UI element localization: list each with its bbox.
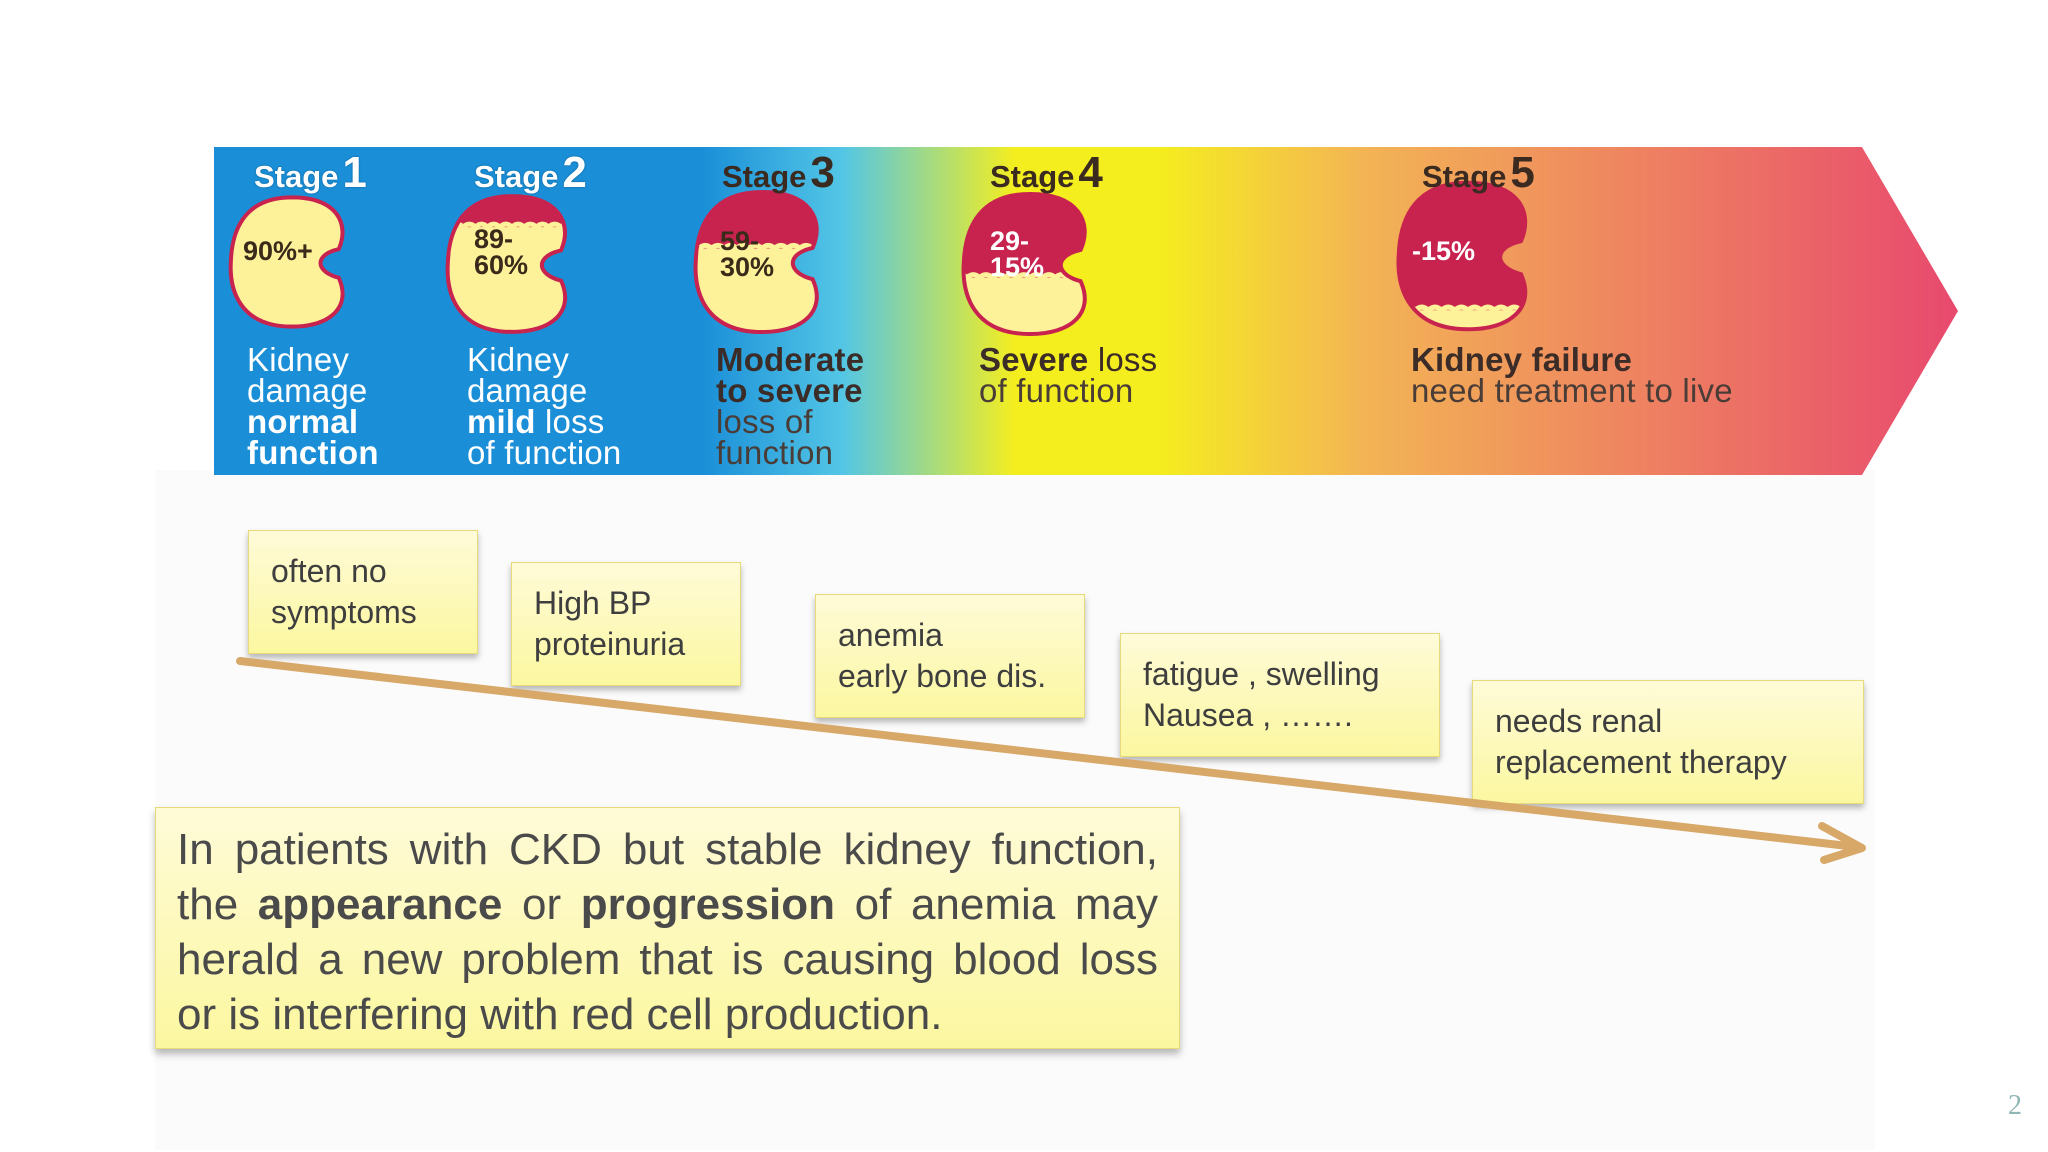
stage-description-line: Kidney (467, 341, 570, 378)
stage-word: Stage (1422, 159, 1507, 194)
stage-description-line: Kidney (247, 341, 350, 378)
gfr-percent-line: 30% (720, 252, 775, 282)
symptom-box-stage-1: often no symptoms (248, 530, 478, 654)
gfr-percent-line: 29- (990, 226, 1030, 256)
note-line: herald a new problem that is causing blo… (177, 935, 1158, 984)
note-line: In patients with CKD but stable kidney f… (177, 825, 1158, 874)
stage-number: 5 (1510, 148, 1535, 197)
symptom-text: symptoms (271, 594, 417, 630)
symptom-text: often no (271, 553, 387, 589)
stage-title-4: Stage4 (990, 148, 1103, 198)
symptom-text: anemia (838, 617, 943, 653)
stage-description-line: loss of (716, 403, 813, 440)
symptom-box-stage-3: anemia early bone dis. (815, 594, 1085, 718)
gfr-percent-line: 90%+ (243, 236, 313, 266)
stage-description-line: Moderate (716, 341, 865, 378)
symptom-box-stage-5: needs renal replacement therapy (1472, 680, 1864, 804)
stage-description-line: function (716, 434, 834, 471)
stage-word: Stage (990, 159, 1075, 194)
stage-number: 2 (562, 148, 587, 197)
stage-description-line: of function (467, 434, 622, 471)
stage-description-line: need treatment to live (1411, 372, 1733, 409)
stage-title-2: Stage2 (474, 148, 587, 198)
gfr-percent-line: 15% (990, 252, 1045, 282)
kidney-icon-stage-5 (1396, 180, 1528, 332)
page-number: 2 (2008, 1090, 2022, 1121)
note-line: the appearance or progression of anemia … (177, 880, 1158, 929)
stage-description-line: mild loss (467, 403, 605, 440)
symptom-text: replacement therapy (1495, 744, 1787, 780)
gfr-percent-line: -15% (1412, 236, 1476, 266)
stage-description-line: Kidney failure (1411, 341, 1633, 378)
stage-title-3: Stage3 (722, 148, 835, 198)
stage-word: Stage (722, 159, 807, 194)
symptom-text: High BP (534, 585, 652, 621)
stage-number: 4 (1078, 148, 1103, 197)
anemia-note-box: In patients with CKD but stable kidney f… (155, 807, 1180, 1049)
stage-description-line: normal (247, 403, 359, 440)
note-line: or is interfering with red cell producti… (177, 990, 943, 1039)
stage-title-1: Stage1 (254, 148, 367, 198)
stage-word: Stage (474, 159, 559, 194)
kidney-icon-stage-1 (228, 195, 345, 329)
stage-word: Stage (254, 159, 339, 194)
stage-description-line: to severe (716, 372, 863, 409)
stage-description-line: of function (979, 372, 1134, 409)
gfr-percent-line: 89- (474, 224, 514, 254)
stage-description-line: damage (247, 372, 368, 409)
gfr-percent-line: 59- (720, 226, 760, 256)
symptom-text: proteinuria (534, 626, 686, 662)
stage-title-5: Stage5 (1422, 148, 1535, 198)
gfr-percent-stage-4: 29-15% (990, 226, 1045, 282)
trend-line (236, 657, 1852, 850)
gfr-percent-line: 60% (474, 250, 529, 280)
stage-number: 1 (342, 148, 367, 197)
kidney-icon-stage-4 (961, 191, 1087, 337)
symptom-text: Nausea , ……. (1143, 697, 1353, 733)
gfr-percent-stage-1: 90%+ (243, 236, 313, 266)
gfr-percent-stage-3: 59-30% (720, 226, 775, 282)
stage-description-line: function (247, 434, 379, 471)
gfr-percent-stage-5: -15% (1412, 236, 1476, 266)
kidney-icon-stage-2 (445, 194, 568, 334)
stage-number: 3 (810, 148, 835, 197)
symptom-text: early bone dis. (838, 658, 1047, 694)
gfr-percent-stage-2: 89-60% (474, 224, 529, 280)
stage-description-line: Severe loss (979, 341, 1158, 378)
symptom-text: needs renal (1495, 703, 1663, 739)
symptom-text: fatigue , swelling (1143, 656, 1380, 692)
symptom-box-stage-2: High BP proteinuria (511, 562, 741, 686)
trend-arrowhead (1818, 822, 1866, 864)
stage-description-line: damage (467, 372, 588, 409)
